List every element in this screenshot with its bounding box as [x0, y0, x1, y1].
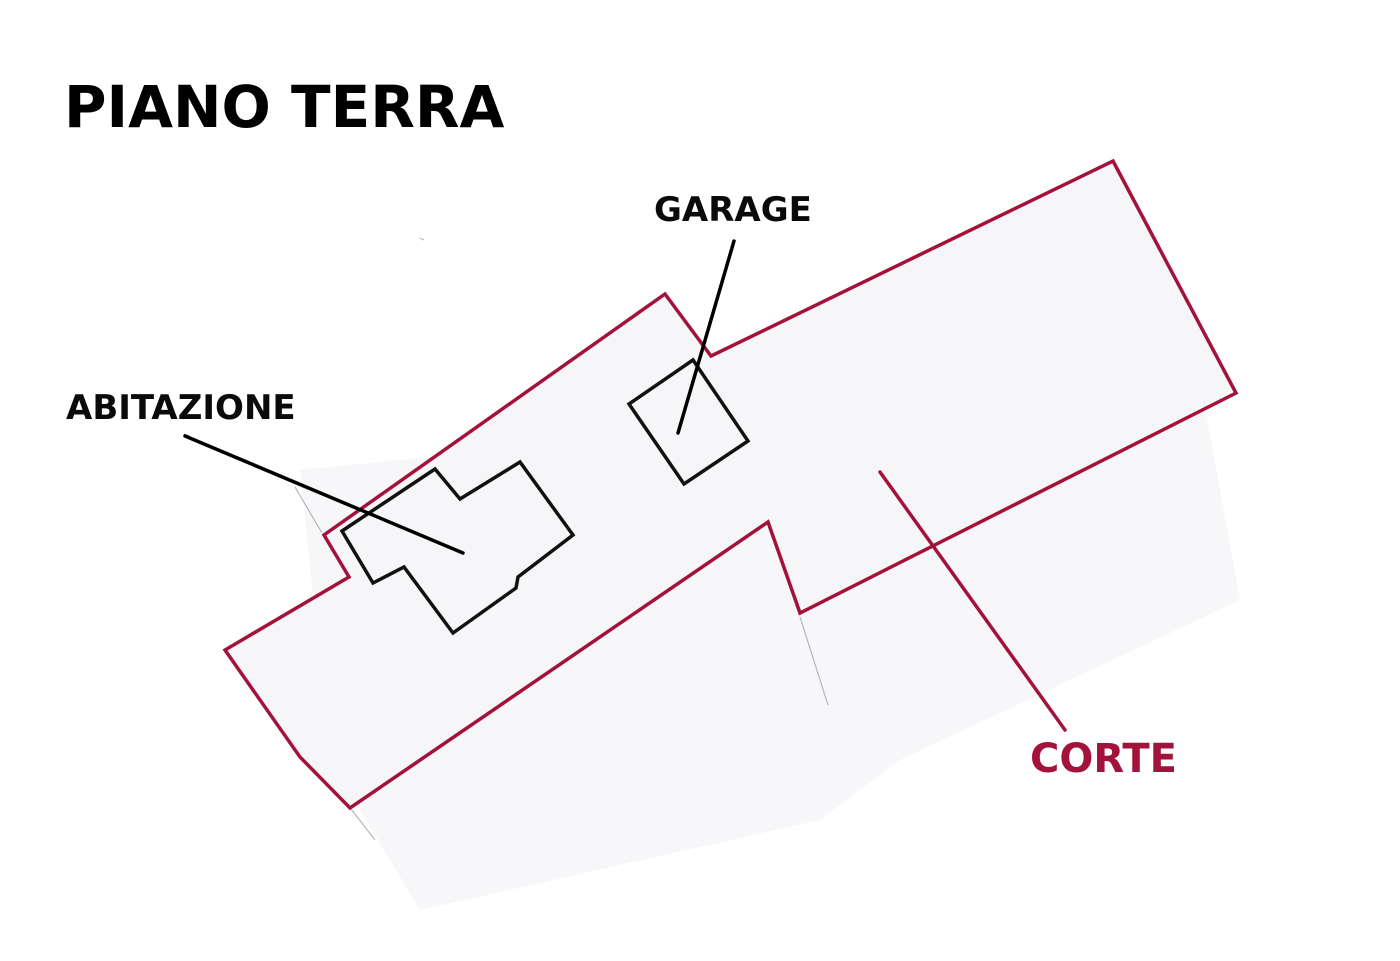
corte-leader-line: [878, 470, 1067, 732]
courtyard-boundary: [222, 158, 1239, 811]
garage-outline: [626, 357, 751, 487]
abitazione-outline: [339, 459, 576, 636]
corte-label: CORTE: [1030, 736, 1177, 782]
abitazione-label: ABITAZIONE: [66, 388, 296, 428]
garage-label: GARAGE: [654, 190, 812, 230]
abitazione-leader-line: [183, 434, 465, 555]
garage-leader-line: [676, 239, 736, 435]
page-title: PIANO TERRA: [64, 73, 505, 141]
